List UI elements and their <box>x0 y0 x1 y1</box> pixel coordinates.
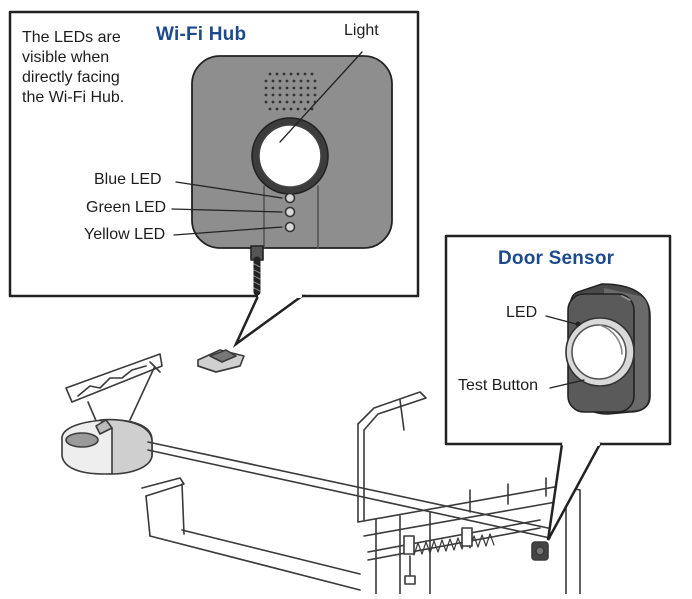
header-bracket <box>357 391 427 523</box>
door-sensor-callout <box>444 234 672 541</box>
blue-led <box>284 192 296 204</box>
ceiling-bracket-left <box>141 477 185 537</box>
door-sensor-title: Door Sensor <box>498 248 615 269</box>
sensor-led-label: LED <box>506 304 538 321</box>
sensor-leader-lines <box>545 315 585 389</box>
green-led <box>284 206 296 218</box>
wifi-hub-small <box>197 349 245 373</box>
test-button-label: Test Button <box>458 377 539 394</box>
wifi-hub-title: Wi-Fi Hub <box>156 24 247 45</box>
green-led-label: Green LED <box>86 199 167 216</box>
hub-light <box>258 124 322 188</box>
garage-door-opener <box>61 418 153 475</box>
yellow-led <box>284 221 296 233</box>
door-sensor-device <box>565 283 651 415</box>
hub-leader-lines <box>171 51 363 236</box>
hub-visibility-note: The LEDs are visible when directly facin… <box>22 29 125 106</box>
light-label: Light <box>344 22 379 39</box>
garage-scene <box>61 349 581 595</box>
wifi-hub-device <box>191 55 393 296</box>
hub-speaker-grille <box>264 72 317 111</box>
blue-led-label: Blue LED <box>94 171 162 188</box>
door-sensor-small <box>531 541 549 561</box>
sensor-led <box>575 321 581 327</box>
opener-rail <box>147 441 549 529</box>
torsion-spring <box>367 519 541 561</box>
yellow-led-label: Yellow LED <box>84 226 166 243</box>
opener-rail-truss <box>65 353 163 431</box>
